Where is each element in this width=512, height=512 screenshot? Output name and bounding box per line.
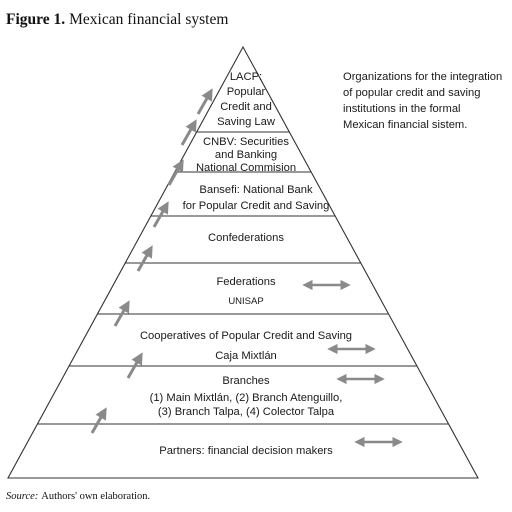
figure-number: Figure 1. (6, 11, 65, 28)
level-label: CNBV: Securities (203, 136, 289, 148)
side-note-line: Mexican financial sistem. (343, 119, 467, 131)
level-label: Cooperatives of Popular Credit and Savin… (140, 330, 352, 342)
upward-arrows (90, 88, 213, 434)
level-sublabel: UNISAP (228, 296, 263, 307)
level-label: Bansefi: National Bank (199, 184, 313, 196)
side-note-line: institutions in the formal (343, 103, 461, 115)
level-label: LACP: (230, 71, 262, 83)
source-line: Source:Authors' own elaboration. (6, 491, 150, 502)
level-label: Confederations (208, 232, 284, 244)
side-note-line: of popular credit and saving (343, 87, 480, 99)
up-arrow (90, 407, 107, 434)
up-arrow (167, 159, 184, 186)
up-arrow (180, 119, 197, 146)
source-label: Source: (6, 491, 38, 502)
level-label: (3) Branch Talpa, (4) Colector Talpa (158, 406, 335, 418)
pyramid-level-dividers (37, 131, 449, 425)
double-arrows (302, 279, 403, 448)
side-note: Organizations for the integration of popu… (343, 71, 502, 131)
level-label: Saving Law (217, 116, 276, 128)
level-label: (1) Main Mixtlán, (2) Branch Atenguillo, (150, 392, 343, 404)
level-label: for Popular Credit and Saving (183, 200, 330, 212)
level-label: Credit and (220, 101, 272, 113)
level-label: and Banking (215, 149, 277, 161)
up-arrow (126, 352, 143, 379)
level-label: Partners: financial decision makers (159, 445, 333, 457)
level-label: Popular (227, 86, 266, 98)
level-label: Branches (222, 375, 270, 387)
source-text: Authors' own elaboration. (41, 491, 150, 502)
up-arrow (152, 201, 169, 228)
up-arrow (136, 245, 153, 272)
figure-title-text: Mexican financial system (69, 11, 228, 28)
up-arrow (113, 300, 130, 327)
level-label: Caja Mixtlán (215, 350, 277, 362)
side-note-line: Organizations for the integration (343, 71, 502, 83)
figure-title: Figure 1.Mexican financial system (6, 11, 228, 28)
level-label: Federations (216, 276, 275, 288)
up-arrow (196, 88, 213, 115)
level-label: National Commision (196, 162, 296, 174)
